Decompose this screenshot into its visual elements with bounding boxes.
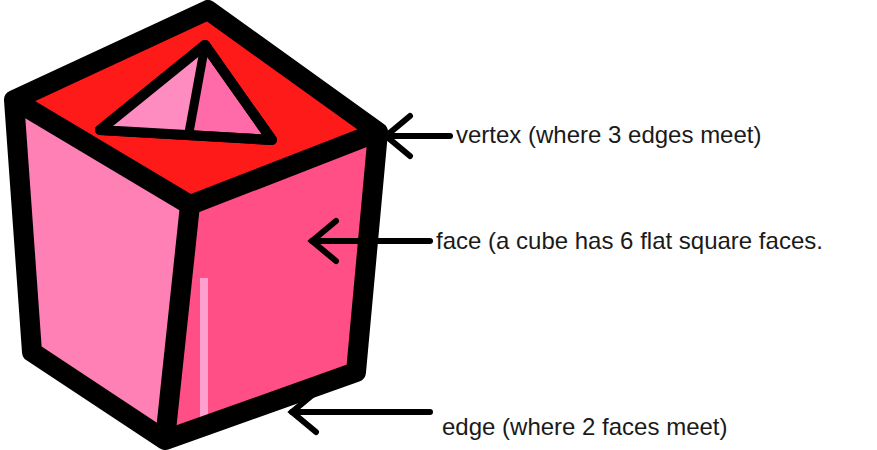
vertex-label: vertex (where 3 edges meet) (456, 118, 872, 152)
pyramid-outline (100, 45, 272, 140)
pyramid-edge (188, 45, 205, 138)
edge-arrow (292, 409, 430, 415)
pyramid-sketch (100, 45, 272, 140)
highlight-stripe (200, 278, 208, 418)
face-label: face (a cube has 6 flat square faces. (436, 224, 872, 258)
leader-arrows (292, 116, 450, 432)
edge-arrowhead (292, 392, 316, 432)
edge-label: edge (where 2 faces meet) (442, 410, 872, 444)
cube-edges (14, 10, 378, 440)
face-arrowhead (312, 221, 336, 261)
vertex-arrowhead (386, 116, 410, 156)
face-arrow (312, 238, 430, 244)
vertex-arrow (386, 133, 450, 139)
cube-top-face (14, 10, 378, 205)
